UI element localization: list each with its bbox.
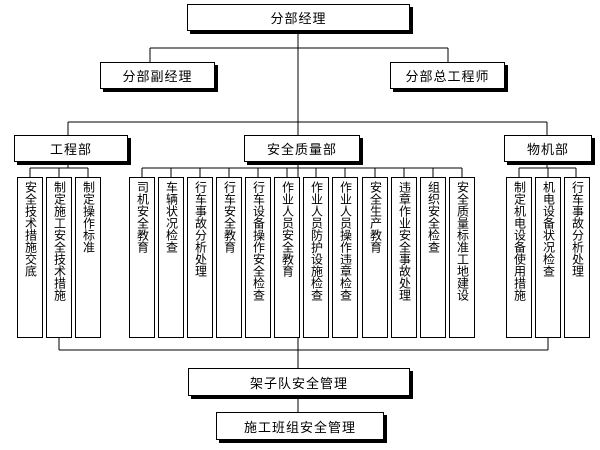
safety-item-text: 司机安全教育 — [135, 181, 150, 253]
safety-item: 作业人员安全教育 — [274, 177, 300, 338]
chief-engineer-label: 分部总工程师 — [405, 70, 490, 85]
safety-item: 行车设备操作安全检查 — [245, 177, 271, 338]
safety-item: 司机安全教育 — [129, 177, 155, 338]
equipment-dept-label: 物机部 — [526, 143, 569, 158]
deputy-manager-box: 分部副经理 — [100, 62, 215, 89]
safety-item: 违章作业安全事故处理 — [391, 177, 417, 338]
department-manager-box: 分部经理 — [187, 4, 410, 31]
crew-safety-box: 施工班组安全管理 — [216, 412, 384, 440]
safety-item: 安全质量标准工地建设 — [449, 177, 475, 338]
equipment-item: 行车事故分析处理 — [564, 177, 590, 338]
team-safety-label: 架子队安全管理 — [249, 376, 348, 392]
equipment-item-text: 机电设备状况检查 — [541, 181, 556, 277]
equipment-item-text: 制定机电设备使用措施 — [512, 181, 527, 301]
safety-item-text: 组织安全检查 — [426, 181, 441, 253]
engineering-item-text: 安全技术措施交底 — [23, 181, 38, 277]
safety-item-text: 作业人员操作违章检查 — [338, 181, 353, 301]
safety-item-text: 违章作业安全事故处理 — [397, 181, 412, 301]
deputy-manager-label: 分部副经理 — [122, 70, 193, 85]
engineering-item: 安全技术措施交底 — [17, 177, 43, 338]
safety-item: 安全生产教育 — [362, 177, 388, 338]
engineering-dept-box: 工程部 — [14, 135, 128, 162]
safety-item-text: 安全生产教育 — [368, 181, 383, 253]
engineering-dept-label: 工程部 — [49, 143, 92, 158]
engineering-item-text: 制定操作标准 — [81, 181, 96, 253]
safety-item-text: 作业人员防护设施检查 — [309, 181, 324, 301]
team-safety-box: 架子队安全管理 — [188, 368, 410, 396]
engineering-item: 制定施工安全技术措施 — [46, 177, 72, 338]
equipment-item-text: 行车事故分析处理 — [570, 181, 585, 277]
safety-item-text: 作业人员安全教育 — [280, 181, 295, 277]
safety-item: 行车安全教育 — [216, 177, 242, 338]
chief-engineer-box: 分部总工程师 — [390, 62, 505, 89]
engineering-item-text: 制定施工安全技术措施 — [52, 181, 67, 301]
equipment-item: 制定机电设备使用措施 — [506, 177, 532, 338]
safety-quality-dept-box: 安全质量部 — [244, 135, 360, 162]
engineering-item: 制定操作标准 — [75, 177, 101, 338]
safety-item-text: 安全质量标准工地建设 — [455, 181, 470, 301]
safety-quality-dept-label: 安全质量部 — [266, 143, 337, 158]
safety-item: 行车事故分析处理 — [187, 177, 213, 338]
safety-item: 车辆状况检查 — [158, 177, 184, 338]
equipment-item: 机电设备状况检查 — [535, 177, 561, 338]
safety-item: 作业人员防护设施检查 — [303, 177, 329, 338]
safety-item: 组织安全检查 — [420, 177, 446, 338]
crew-safety-label: 施工班组安全管理 — [243, 420, 356, 436]
safety-item-text: 车辆状况检查 — [164, 181, 179, 253]
safety-item-text: 行车设备操作安全检查 — [251, 181, 266, 301]
safety-item-text: 行车事故分析处理 — [193, 181, 208, 277]
equipment-dept-box: 物机部 — [504, 135, 592, 162]
safety-item: 作业人员操作违章检查 — [332, 177, 358, 338]
department-manager-label: 分部经理 — [270, 12, 327, 27]
safety-item-text: 行车安全教育 — [222, 181, 237, 253]
